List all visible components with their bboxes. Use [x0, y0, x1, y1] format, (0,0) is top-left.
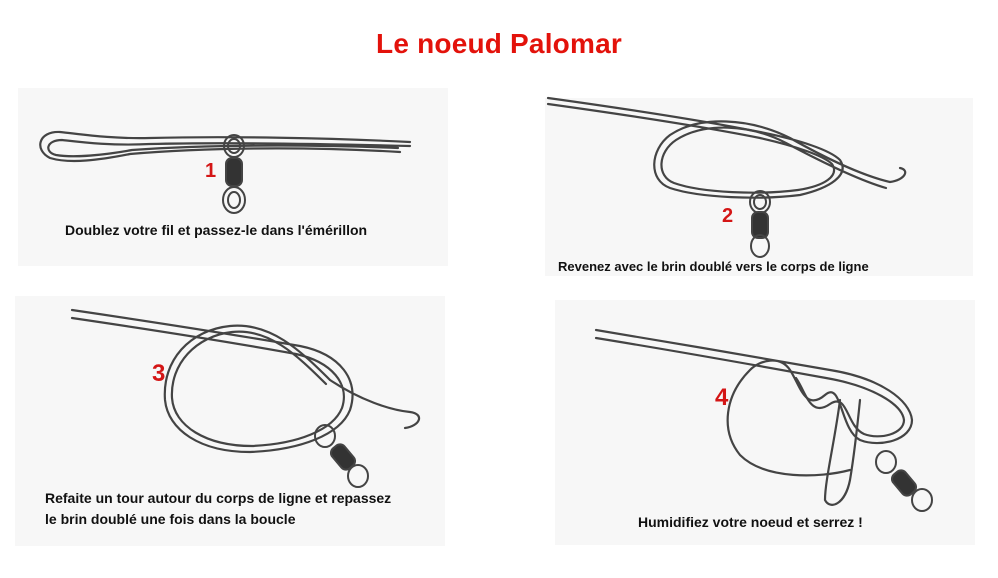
step-2-drawing: [546, 96, 907, 258]
step-1-drawing: [39, 130, 412, 214]
swivel-icon-2: [749, 190, 771, 258]
diagram-title: Le noeud Palomar: [376, 28, 622, 59]
step-2-number: 2: [722, 205, 734, 227]
panel-3-bg: [15, 296, 445, 546]
panel-2-bg: [545, 98, 973, 276]
step-3-caption-line-2: le brin doublé une fois dans la boucle: [45, 511, 296, 527]
panel-4-bg: [555, 300, 975, 545]
step-3-caption: Refaite un tour autour du corps de ligne…: [45, 488, 391, 530]
swivel-icon-4: [875, 450, 933, 512]
swivel-icon-3: [314, 424, 369, 488]
step-4-number: 4: [715, 384, 729, 411]
step-3-caption-line-1: Refaite un tour autour du corps de ligne…: [45, 490, 392, 506]
step-2-caption: Revenez avec le brin doublé vers le corp…: [558, 259, 869, 274]
step-4-drawing: [594, 328, 933, 512]
swivel-icon-1: [222, 134, 246, 214]
step-3-number: 3: [152, 360, 166, 387]
step-1-caption: Doublez votre fil et passez-le dans l'ém…: [65, 222, 368, 238]
step-4-caption: Humidifiez votre noeud et serrez !: [638, 514, 863, 530]
step-3-drawing: [70, 308, 421, 488]
step-1-number: 1: [205, 160, 217, 182]
